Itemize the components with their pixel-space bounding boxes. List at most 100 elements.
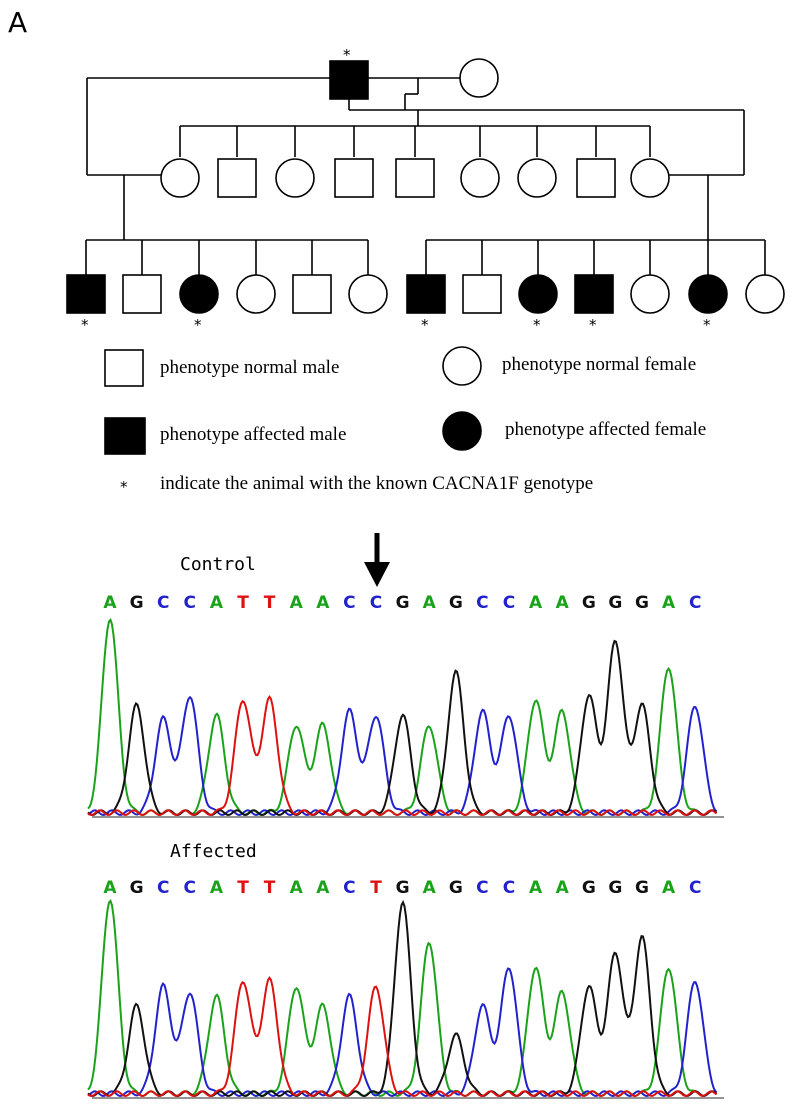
control-base-call: G [130, 593, 144, 613]
pedigree-lines [85, 77, 766, 275]
panel-a-letter: A [8, 6, 27, 39]
control-base-call: G [396, 593, 410, 613]
gen3-right-affected-male-1 [406, 274, 446, 314]
affected-base-call: A [290, 878, 304, 898]
gen3-right-affected-female-3 [688, 274, 728, 314]
affected-base-call: C [157, 878, 169, 898]
control-base-call: T [237, 593, 249, 613]
control-base-call: G [449, 593, 463, 613]
affected-base-call: G [608, 878, 622, 898]
legend-normal-male-text: phenotype normal male [160, 357, 339, 378]
control-base-call: A [103, 593, 117, 613]
gen3-left-star-1: * [81, 316, 89, 334]
gen2-female-3 [460, 158, 500, 198]
control-base-call: A [529, 593, 543, 613]
gen3-left-affected-female-1 [179, 274, 219, 314]
affected-base-call: C [476, 878, 488, 898]
legend-affected-male-symbol [104, 417, 146, 455]
control-base-call: G [608, 593, 622, 613]
affected-base-call: T [237, 878, 249, 898]
affected-base-call: A [556, 878, 570, 898]
affected-trace-t [87, 976, 718, 1098]
gen2-male-2 [334, 158, 374, 198]
gen2-male-4 [576, 158, 616, 198]
gen3-left-female-3 [348, 274, 388, 314]
pedigree-legend: phenotype normal male phenotype normal f… [104, 346, 706, 496]
affected-base-call: G [449, 878, 463, 898]
gen3-left-star-2: * [194, 316, 202, 334]
gen2-female-5 [630, 158, 670, 198]
control-base-call: A [556, 593, 570, 613]
gen3-left-female-2 [236, 274, 276, 314]
affected-base-call: C [503, 878, 515, 898]
control-base-call: C [503, 593, 515, 613]
founder-genotyped-star: * [343, 46, 351, 64]
control-base-call: A [662, 593, 676, 613]
gen3-right-female-2 [630, 274, 670, 314]
affected-label: Affected [170, 841, 257, 862]
panel-a: A [8, 6, 785, 496]
control-base-call: C [343, 593, 355, 613]
control-base-call: A [210, 593, 224, 613]
gen3-right-affected-male-3 [574, 274, 614, 314]
control-base-call: G [582, 593, 596, 613]
control-base-call: G [635, 593, 649, 613]
gen3-left-affected-male-1 [66, 274, 106, 314]
legend-affected-female-symbol [442, 411, 482, 451]
affected-base-call: A [316, 878, 330, 898]
legend-normal-female-text: phenotype normal female [502, 354, 696, 375]
legend-normal-male-symbol [104, 349, 144, 387]
affected-base-call: A [210, 878, 224, 898]
founder-female [459, 58, 499, 98]
control-traces [87, 617, 718, 817]
affected-base-call: G [396, 878, 410, 898]
gen3-right-star-2: * [533, 316, 541, 334]
control-label: Control [180, 554, 256, 575]
affected-base-call: A [103, 878, 117, 898]
control-base-call: C [184, 593, 196, 613]
control-base-call: A [316, 593, 330, 613]
gen3-right-female-4 [745, 274, 785, 314]
legend-affected-female-text: phenotype affected female [505, 419, 706, 440]
gen3-left-male-3 [292, 274, 332, 314]
control-base-call: C [370, 593, 382, 613]
affected-base-call: T [264, 878, 276, 898]
gen3-right-male-2 [462, 274, 502, 314]
gen3-right-star-4: * [703, 316, 711, 334]
affected-base-call: A [662, 878, 676, 898]
gen3-right-affected-female-1 [518, 274, 558, 314]
gen2-female-2 [275, 158, 315, 198]
affected-base-call: G [582, 878, 596, 898]
control-base-call: C [689, 593, 701, 613]
legend-star-text: indicate the animal with the known CACNA… [160, 473, 593, 494]
affected-base-call: A [423, 878, 437, 898]
control-trace-t [87, 695, 718, 817]
gen2-female-4 [517, 158, 557, 198]
gen3-right-star-3: * [589, 316, 597, 334]
gen3-right-star-1: * [421, 316, 429, 334]
control-base-call: A [423, 593, 437, 613]
affected-base-call: T [370, 878, 382, 898]
affected-base-call: C [689, 878, 701, 898]
affected-base-call: C [343, 878, 355, 898]
control-base-call: C [157, 593, 169, 613]
variant-arrow-icon [364, 533, 390, 587]
control-base-call: A [290, 593, 304, 613]
legend-normal-female-symbol [442, 346, 482, 386]
control-base-call: T [264, 593, 276, 613]
affected-base-call: A [529, 878, 543, 898]
founder-affected-male [329, 60, 369, 100]
affected-base-call: G [635, 878, 649, 898]
control-trace-c [87, 695, 718, 817]
gen2-male-3 [395, 158, 435, 198]
pedigree-chart: * * * * * [66, 46, 785, 334]
affected-base-call: C [184, 878, 196, 898]
legend-affected-male-text: phenotype affected male [160, 424, 346, 445]
gen2-male-1 [217, 158, 257, 198]
affected-traces [87, 898, 718, 1098]
